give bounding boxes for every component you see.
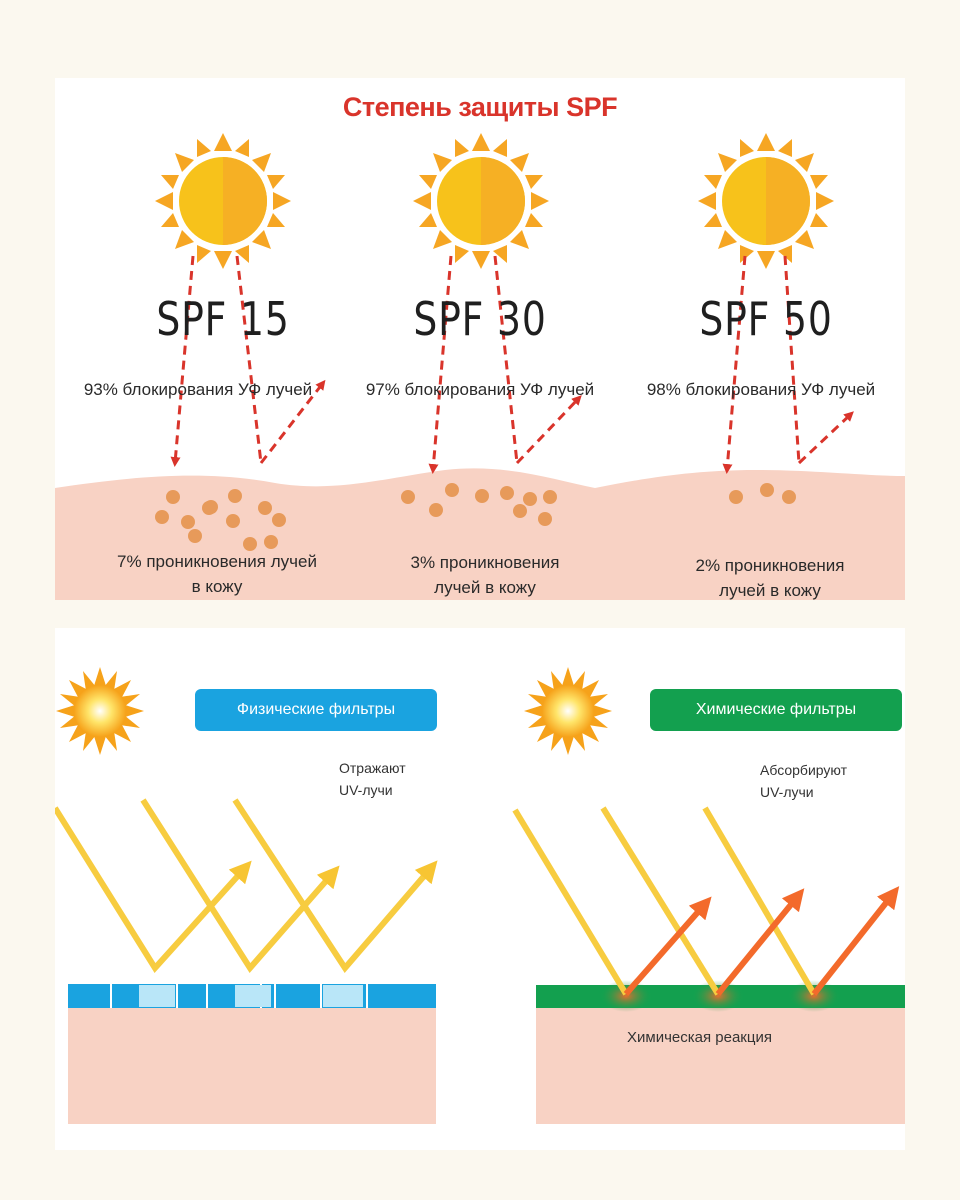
- sun-icon: [155, 133, 291, 269]
- sun-icon: [524, 667, 612, 755]
- physical-note: Отражают UV-лучи: [339, 760, 406, 798]
- spf-15-label: SPF 15: [156, 292, 290, 346]
- physical-filter-layer: [68, 984, 436, 1008]
- spf-15-penetration: 7% проникновения лучей в кожу: [117, 552, 317, 596]
- sun-icon: [413, 133, 549, 269]
- skin-layer: [68, 1006, 436, 1124]
- uv-ray-arrows: [170, 255, 854, 474]
- spf-30-penetration: 3% проникновения лучей в кожу: [410, 553, 560, 597]
- sun-icon: [56, 667, 144, 755]
- spf-30-blocking: 97% блокирования УФ лучей: [365, 380, 595, 399]
- chemical-filters-badge: Химические фильтры: [650, 689, 902, 731]
- penetration-dots: [155, 483, 796, 551]
- skin-layer: [55, 468, 905, 600]
- chemical-filter-layer: [536, 980, 905, 1012]
- filters-illustration: [55, 667, 905, 1124]
- absorbed-rays: [512, 806, 900, 996]
- spf-levels-panel: Степень защиты SPF SPF 15 SPF 30 SPF 50 …: [55, 78, 905, 600]
- spf-50-blocking: 98% блокирования УФ лучей: [646, 380, 876, 399]
- spf-15-blocking: 93% блокирования УФ лучей: [83, 380, 313, 399]
- spf-50-label: SPF 50: [699, 292, 833, 346]
- sun-icon: [698, 133, 834, 269]
- spf-50-penetration: 2% проникновения лучей в кожу: [695, 556, 845, 600]
- skin-layer: [536, 1008, 905, 1124]
- page-title: Степень защиты SPF: [342, 92, 618, 122]
- chemical-note: Абсорбируют UV-лучи: [760, 762, 848, 800]
- filters-panel: Физические фильтры Химические фильтры От…: [55, 628, 905, 1150]
- physical-filters-badge: Физические фильтры: [195, 689, 437, 731]
- spf-illustration: [55, 133, 905, 600]
- chemical-reaction-label: Химическая реакция: [627, 1029, 772, 1046]
- spf-30-label: SPF 30: [413, 292, 547, 346]
- reflected-rays: [55, 798, 438, 973]
